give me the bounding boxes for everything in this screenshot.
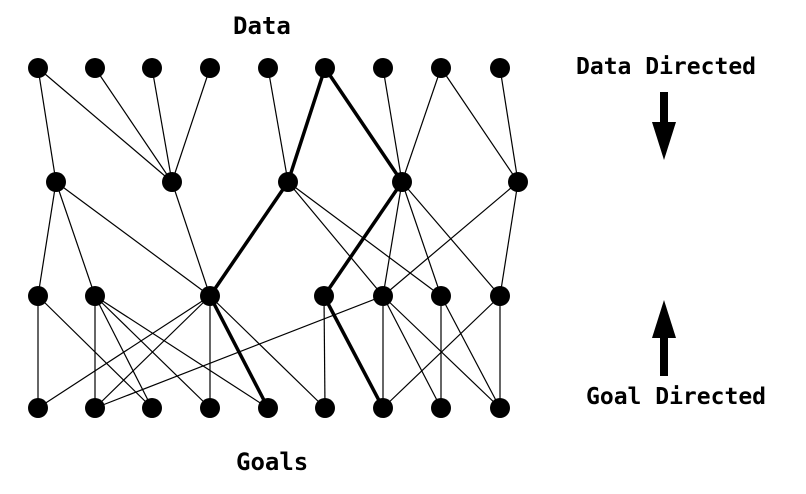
graph-node-d0 <box>28 58 48 78</box>
graph-edge <box>37 67 173 183</box>
direction-arrows <box>652 92 676 376</box>
graph-edge <box>287 181 384 297</box>
graph-node-d1 <box>85 58 105 78</box>
graph-edge <box>37 181 57 297</box>
graph-edge <box>171 67 211 183</box>
graph-edge <box>171 181 211 297</box>
graph-edge <box>382 181 519 297</box>
graph-edge <box>151 67 173 183</box>
data-directed-label: Data Directed <box>576 54 757 80</box>
graph-node-b6 <box>490 286 510 306</box>
graph-node-d7 <box>431 58 451 78</box>
graph-edge <box>382 67 403 183</box>
highlighted-edge <box>208 181 290 297</box>
highlighted-edge <box>322 181 404 297</box>
graph-node-a0 <box>46 172 66 192</box>
graph-node-a4 <box>508 172 528 192</box>
graph-edge <box>55 181 96 297</box>
graph-node-d2 <box>142 58 162 78</box>
graph-edge <box>440 67 519 183</box>
graph-node-g4 <box>258 398 278 418</box>
highlighted-edge <box>322 295 385 409</box>
graph-node-b3 <box>314 286 334 306</box>
graph-node-a1 <box>162 172 182 192</box>
graph-edge <box>499 181 519 297</box>
goal-directed-label: Goal Directed <box>586 384 767 410</box>
graph-edge <box>382 295 442 409</box>
graph-edge <box>94 67 173 183</box>
graph-edge <box>37 67 57 183</box>
graph-edge <box>209 295 326 409</box>
graph-node-g3 <box>200 398 220 418</box>
down-arrow-icon <box>652 92 676 160</box>
graph-node-b4 <box>373 286 393 306</box>
graph-node-g6 <box>373 398 393 418</box>
graph-edge <box>267 67 289 183</box>
goals-level-label: Goals <box>236 448 309 476</box>
graph-node-d6 <box>373 58 393 78</box>
graph-node-b1 <box>85 286 105 306</box>
graph-edge <box>94 295 211 409</box>
graph-node-g7 <box>431 398 451 418</box>
graph-edge <box>94 295 384 409</box>
highlighted-edge <box>286 67 327 183</box>
graph-edge <box>401 181 442 297</box>
graph-node-g1 <box>85 398 105 418</box>
graph-node-a2 <box>278 172 298 192</box>
up-arrow-icon <box>652 300 676 376</box>
graph-node-d3 <box>200 58 220 78</box>
graph-node-g2 <box>142 398 162 418</box>
graph-edge <box>401 67 442 183</box>
graph-edge <box>55 181 211 297</box>
graph-edges <box>37 67 519 409</box>
graph-edge <box>382 181 403 297</box>
graph-edge <box>94 295 269 409</box>
graph-node-g5 <box>315 398 335 418</box>
highlighted-edge <box>323 67 404 183</box>
graph-node-g0 <box>28 398 48 418</box>
graph-node-a3 <box>392 172 412 192</box>
graph-node-d4 <box>258 58 278 78</box>
graph-node-b2 <box>200 286 220 306</box>
graph-node-b0 <box>28 286 48 306</box>
graph-node-b5 <box>431 286 451 306</box>
graph-node-g8 <box>490 398 510 418</box>
data-level-label: Data <box>233 12 291 40</box>
graph-edge <box>323 295 326 409</box>
graph-nodes <box>28 58 528 418</box>
graph-edge <box>499 67 519 183</box>
graph-edge <box>440 295 501 409</box>
graph-node-d5 <box>315 58 335 78</box>
graph-node-d8 <box>490 58 510 78</box>
graph-edge <box>37 295 211 409</box>
graph-edge <box>382 295 501 409</box>
